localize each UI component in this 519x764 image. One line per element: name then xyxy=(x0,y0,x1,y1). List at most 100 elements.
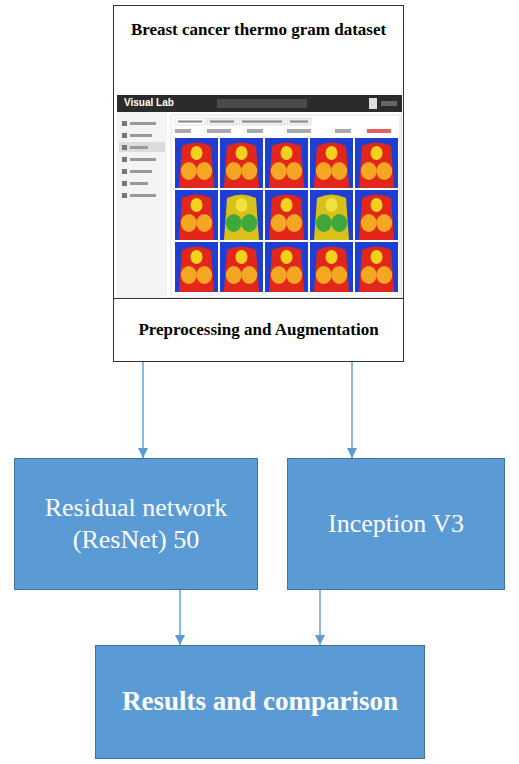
breast-heat xyxy=(226,162,242,180)
breast-heat xyxy=(181,162,197,180)
menu-item xyxy=(130,182,148,185)
tab-row xyxy=(171,115,400,295)
tab-caption xyxy=(290,121,308,123)
body-heat xyxy=(314,195,349,241)
menu-icon xyxy=(122,157,127,162)
thermogram-tile xyxy=(310,242,353,292)
thermogram-tile xyxy=(220,242,263,292)
body-heat xyxy=(359,247,394,293)
breast-heat xyxy=(271,162,287,180)
filter-control xyxy=(335,129,351,133)
breast-heat xyxy=(181,214,197,232)
neck-heat xyxy=(371,146,383,160)
tab-caption xyxy=(242,121,282,123)
neck-heat xyxy=(371,250,383,264)
body-heat xyxy=(224,195,259,241)
thermogram-tile xyxy=(220,138,263,188)
flow-arrow xyxy=(351,362,352,458)
menu-icon xyxy=(122,193,127,198)
thermogram-tile xyxy=(175,242,218,292)
dataset-screenshot xyxy=(117,95,402,298)
breast-heat xyxy=(361,266,377,284)
screenshot-ground xyxy=(117,95,402,298)
breast-heat xyxy=(181,266,197,284)
neck-heat xyxy=(236,146,248,160)
thermogram-tile xyxy=(355,242,398,292)
neck-heat xyxy=(236,198,248,212)
content-panel xyxy=(171,115,400,295)
neck-heat xyxy=(191,146,203,160)
side-panel xyxy=(117,112,167,298)
node-text: Preprocessing and Augmentation xyxy=(138,319,378,340)
breast-heat xyxy=(286,214,302,232)
thermogram-tile xyxy=(310,138,353,188)
neck-heat xyxy=(191,250,203,264)
neck-heat xyxy=(191,198,203,212)
body-heat xyxy=(359,195,394,241)
breast-heat xyxy=(331,162,347,180)
breast-heat xyxy=(376,162,392,180)
menu-item xyxy=(130,146,148,149)
thermogram-tile xyxy=(265,190,308,240)
tab xyxy=(175,118,205,125)
neck-heat xyxy=(326,250,338,264)
process-box: Preprocessing and Augmentation xyxy=(113,298,404,362)
node-text: Residual network (ResNet) 50 xyxy=(25,492,247,557)
thermogram-grid xyxy=(175,138,398,292)
node-text: Breast cancer thermo gram dataset xyxy=(131,19,386,40)
breast-heat xyxy=(196,214,212,232)
body-heat xyxy=(269,143,304,189)
tab xyxy=(287,118,311,125)
node-text: Results and comparison xyxy=(122,685,398,719)
breast-heat xyxy=(331,266,347,284)
node-text: Inception V3 xyxy=(328,508,464,541)
breast-heat xyxy=(316,266,332,284)
breast-heat xyxy=(226,214,242,232)
breast-heat xyxy=(376,214,392,232)
breast-heat xyxy=(286,266,302,284)
app-logo-text: Visual Lab xyxy=(124,97,174,109)
user-menu xyxy=(381,101,397,106)
filter-control xyxy=(175,129,191,133)
result-box: Results and comparison xyxy=(95,645,425,759)
flow-arrow xyxy=(142,362,143,458)
breast-heat xyxy=(196,266,212,284)
neck-heat xyxy=(236,250,248,264)
menu-item xyxy=(130,134,152,137)
flow-arrow xyxy=(179,590,180,645)
breast-heat xyxy=(241,266,257,284)
menu-icon xyxy=(122,169,127,174)
menu-highlight xyxy=(119,142,165,152)
app-header-bar xyxy=(117,95,402,112)
breast-heat xyxy=(361,162,377,180)
body-heat xyxy=(314,143,349,189)
thermogram-tile xyxy=(355,138,398,188)
filter-control xyxy=(207,129,231,133)
neck-heat xyxy=(281,250,293,264)
thermogram-tile xyxy=(175,190,218,240)
filter-control xyxy=(287,129,311,133)
neck-heat xyxy=(371,198,383,212)
tab-caption xyxy=(178,121,202,123)
flow-arrow xyxy=(319,590,320,645)
menu-icon xyxy=(122,145,127,150)
neck-heat xyxy=(326,146,338,160)
tab xyxy=(207,118,237,125)
menu-icon xyxy=(122,133,127,138)
user-icon xyxy=(369,98,377,109)
filter-control xyxy=(367,129,391,133)
thermogram-tile xyxy=(265,138,308,188)
body-heat xyxy=(224,247,259,293)
breast-heat xyxy=(226,266,242,284)
breast-heat xyxy=(316,214,332,232)
breast-heat xyxy=(196,162,212,180)
body-heat xyxy=(314,247,349,293)
dataset-box: Breast cancer thermo gram dataset xyxy=(113,5,404,300)
tab xyxy=(239,118,285,125)
side-menu xyxy=(117,112,167,298)
breast-heat xyxy=(331,214,347,232)
breast-heat xyxy=(316,162,332,180)
thermogram-tile xyxy=(220,190,263,240)
body-heat xyxy=(359,143,394,189)
